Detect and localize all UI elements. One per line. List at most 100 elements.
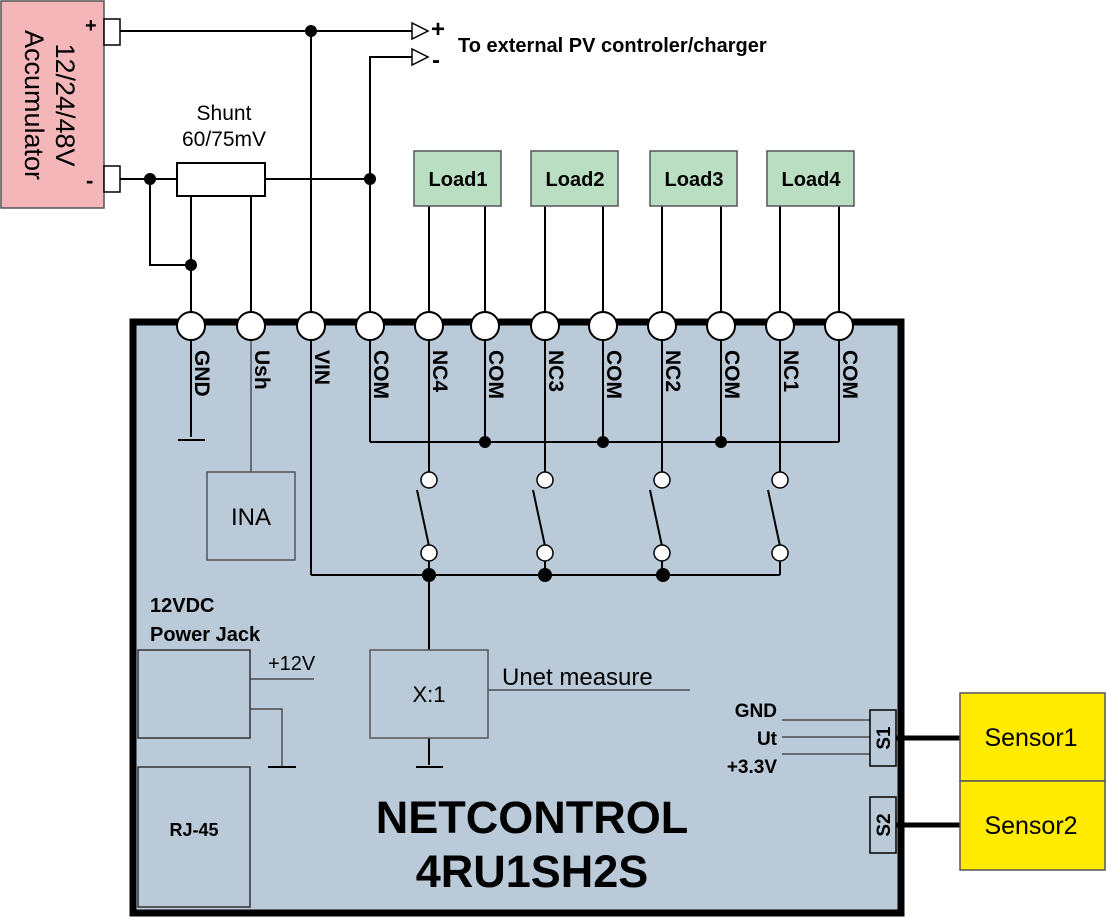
terminal-label: NC3: [544, 350, 567, 392]
terminal-label: NC4: [428, 350, 451, 392]
terminal-label: COM: [369, 350, 392, 399]
load-box: [766, 150, 855, 207]
rj45-label: RJ-45: [169, 820, 218, 840]
load-box: [413, 150, 502, 207]
relay-terminal: [420, 544, 438, 562]
external-minus-arrow: [411, 47, 430, 67]
load-box: [530, 150, 619, 207]
shunt-resistor: [176, 162, 266, 197]
load-label: Load4: [782, 169, 842, 191]
junction-dot: [185, 259, 197, 271]
external-plus-arrow: [411, 21, 430, 41]
junction-dot: [144, 173, 156, 185]
relay-terminal: [653, 544, 671, 562]
terminal-screw: [706, 311, 736, 341]
relay-terminal: [771, 544, 789, 562]
terminal-screw: [588, 311, 618, 341]
terminal-screw: [296, 311, 326, 341]
junction-dot: [305, 25, 317, 37]
terminal-label: COM: [602, 350, 625, 399]
terminal-screw: [355, 311, 385, 341]
s2-connector: S2: [869, 796, 897, 854]
accumulator-minus-sign: -: [86, 168, 93, 193]
terminal-label: NC1: [779, 350, 802, 392]
relay-terminal: [536, 544, 554, 562]
ina-module: INA: [206, 471, 296, 561]
power-jack-12v: +12V: [268, 653, 316, 675]
terminal-label: VIN: [310, 350, 333, 385]
s1-pin-ut: Ut: [757, 729, 778, 750]
terminal-label: COM: [838, 350, 861, 399]
terminal-block: GND Ush VIN COM NC4 COM NC3 COM NC2 COM NC1 COM: [176, 311, 861, 399]
terminal-label: GND: [190, 350, 213, 397]
sensor2-box: [959, 780, 1106, 871]
power-jack-voltage: 12VDC: [150, 595, 214, 617]
load-label: Load3: [665, 169, 724, 191]
accumulator-plus-sign: +: [85, 15, 97, 37]
junction-dot: [479, 436, 491, 448]
relay-contact: [532, 489, 546, 547]
junction-dot: [364, 173, 376, 185]
accumulator-minus-terminal: [103, 165, 121, 193]
s1-pin-gnd: GND: [735, 701, 777, 722]
terminal-screw: [530, 311, 560, 341]
junction-dot: [422, 568, 436, 582]
ina-box: [206, 471, 296, 561]
power-jack-box: [137, 649, 251, 739]
shunt-rating: 60/75mV: [182, 128, 266, 151]
sensor1-box: [959, 692, 1106, 782]
shunt-label: Shunt: [197, 102, 252, 125]
terminal-label: Ush: [250, 350, 273, 390]
terminal-screw: [647, 311, 677, 341]
controller-board: [129, 318, 905, 917]
s1-pin-3v3: +3.3V: [727, 757, 778, 778]
relay-terminal: [771, 471, 789, 489]
external-label: To external PV controler/charger: [458, 35, 767, 57]
power-jack: 12VDC Power Jack +12V: [137, 595, 316, 768]
divider-label: X:1: [412, 682, 445, 707]
external-plus-sign: +: [431, 16, 445, 43]
external-connector: + - To external PV controler/charger: [411, 16, 767, 74]
rj45-port: RJ-45: [137, 766, 251, 908]
sensor2-label: Sensor2: [984, 812, 1077, 840]
board-model: 4RU1SH2S: [416, 846, 649, 897]
shunt: Shunt 60/75mV: [176, 102, 266, 197]
s2-label: S2: [874, 813, 895, 836]
relays-group: [416, 471, 789, 562]
relay-terminal: [536, 471, 554, 489]
rj45-box: [137, 766, 251, 908]
load-label: Load1: [429, 169, 488, 191]
load-box: [649, 150, 738, 207]
junction-dot: [656, 568, 670, 582]
terminal-screw: [236, 311, 266, 341]
junction-dot: [538, 568, 552, 582]
load-label: Load2: [546, 169, 605, 191]
relay-terminal: [420, 471, 438, 489]
terminal-label: COM: [484, 350, 507, 399]
relay-contact: [767, 489, 781, 547]
terminal-label: NC2: [661, 350, 684, 392]
sensors: Sensor1 Sensor2: [896, 692, 1106, 871]
terminal-screw: [824, 311, 854, 341]
terminal-screw: [414, 311, 444, 341]
external-minus-sign: -: [432, 47, 440, 74]
loads-group: Load1 Load2 Load3 Load4: [413, 150, 855, 322]
terminal-screw: [176, 311, 206, 341]
terminal-screw: [470, 311, 500, 341]
accumulator-plus-terminal: [103, 18, 121, 46]
terminal-label: COM: [720, 350, 743, 399]
accumulator-voltage-label: 12/24/48V: [50, 43, 80, 166]
power-jack-label: Power Jack: [150, 624, 261, 646]
terminal-screw: [765, 311, 795, 341]
s1-connector: GND Ut +3.3V S1: [727, 701, 897, 778]
divider-box: [369, 649, 489, 739]
accumulator-name-label: Accumulator: [19, 30, 49, 180]
unet-measure-label: Unet measure: [502, 664, 653, 691]
top-wiring: [120, 30, 412, 322]
relay-contact: [416, 489, 430, 547]
accumulator: 12/24/48V Accumulator + -: [0, 0, 121, 209]
board-title: NETCONTROL: [376, 792, 688, 843]
internal-wiring: [178, 340, 840, 768]
ina-label: INA: [231, 504, 271, 531]
